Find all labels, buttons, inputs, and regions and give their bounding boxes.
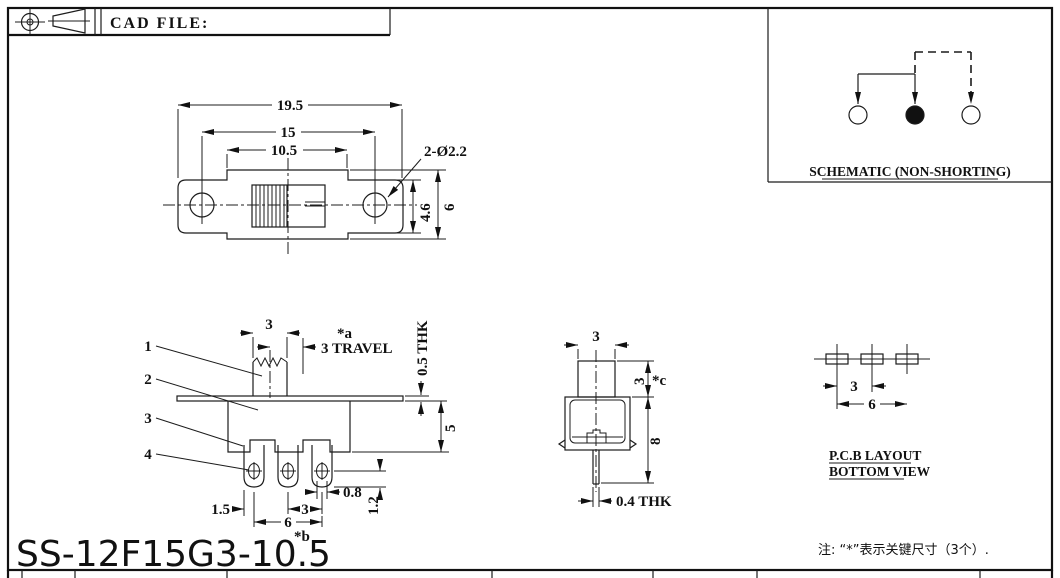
dim-overall-width: 19.5 [277, 98, 303, 114]
dim-knob-width-side: 3 [592, 329, 600, 345]
dim-knob-height: 3 [632, 378, 648, 386]
key-dimension-note: 注: “*”表示关键尺寸（3个）. [818, 543, 989, 558]
schematic-panel: SCHEMATIC (NON-SHORTING) [767, 8, 1052, 183]
section-view: 1 2 3 4 3 *a 3 TRAVEL 0.5 THK 5 1.5 [144, 317, 459, 545]
slider-knob-section [252, 356, 288, 396]
dim-travel: 3 TRAVEL [321, 341, 393, 357]
part-label-1: 1 [144, 339, 152, 355]
part-label-3: 3 [144, 411, 152, 427]
dim-slot-length: 10.5 [271, 143, 297, 159]
key-dim-marker-c: *c [652, 373, 667, 389]
dim-overall-height: 8 [648, 438, 664, 446]
mounting-plate [176, 395, 404, 402]
title-bar-table [21, 570, 981, 578]
projection-symbol-icon [15, 8, 90, 35]
side-terminal-pin [592, 450, 600, 485]
front-view: 19.5 15 10.5 2-Ø2.2 4.6 6 [163, 98, 467, 254]
dim-hole-spacing: 15 [281, 125, 296, 141]
switch-bracket-outline [177, 169, 404, 240]
dim-hole-offset: 1.2 [366, 496, 382, 515]
terminal-node-left [848, 105, 868, 125]
terminal-pin-2 [277, 445, 299, 488]
dim-pin-pitch: 3 [301, 502, 309, 518]
dim-pin-span: 6 [284, 515, 292, 531]
title-block: CAD FILE: [8, 8, 391, 37]
pcb-layout: 3 6 P.C.B LAYOUT BOTTOM VIEW [814, 344, 931, 480]
key-dim-marker-b: *b [294, 529, 310, 545]
dim-pin-offset: 1.5 [211, 502, 230, 518]
part-label-2: 2 [144, 372, 152, 388]
dim-terminal-thickness: 0.4 THK [616, 494, 672, 510]
side-body-outline [564, 396, 631, 451]
bottom-view-title: BOTTOM VIEW [829, 464, 931, 479]
cad-file-label: CAD FILE: [110, 15, 209, 32]
terminal-node-right [961, 105, 981, 125]
dim-body-height: 6 [442, 203, 458, 211]
dim-hole-width: 0.8 [343, 485, 362, 501]
pcb-layout-title: P.C.B LAYOUT [829, 448, 921, 463]
terminal-node-common [905, 105, 925, 125]
hole-callout: 2-Ø2.2 [424, 144, 467, 160]
part-label-4: 4 [144, 447, 152, 463]
part-number: SS-12F15G3-10.5 [16, 534, 331, 575]
dim-pad-pitch: 3 [850, 379, 858, 395]
dim-plate-thickness: 0.5 THK [415, 320, 431, 376]
key-dim-marker-a: *a [337, 326, 353, 342]
side-view: 3 3 *c 8 0.4 THK [557, 329, 672, 510]
terminal-pin-3 [311, 445, 333, 488]
dim-ear-height: 4.6 [418, 203, 434, 222]
schematic-title: SCHEMATIC (NON-SHORTING) [809, 164, 1010, 179]
switch-base-outline [227, 401, 351, 453]
terminal-pin-1 [243, 445, 265, 488]
dim-pad-span: 6 [868, 397, 876, 413]
dim-knob-width: 3 [265, 317, 273, 333]
dim-body-depth: 5 [443, 425, 459, 433]
page-border [6, 6, 1054, 578]
